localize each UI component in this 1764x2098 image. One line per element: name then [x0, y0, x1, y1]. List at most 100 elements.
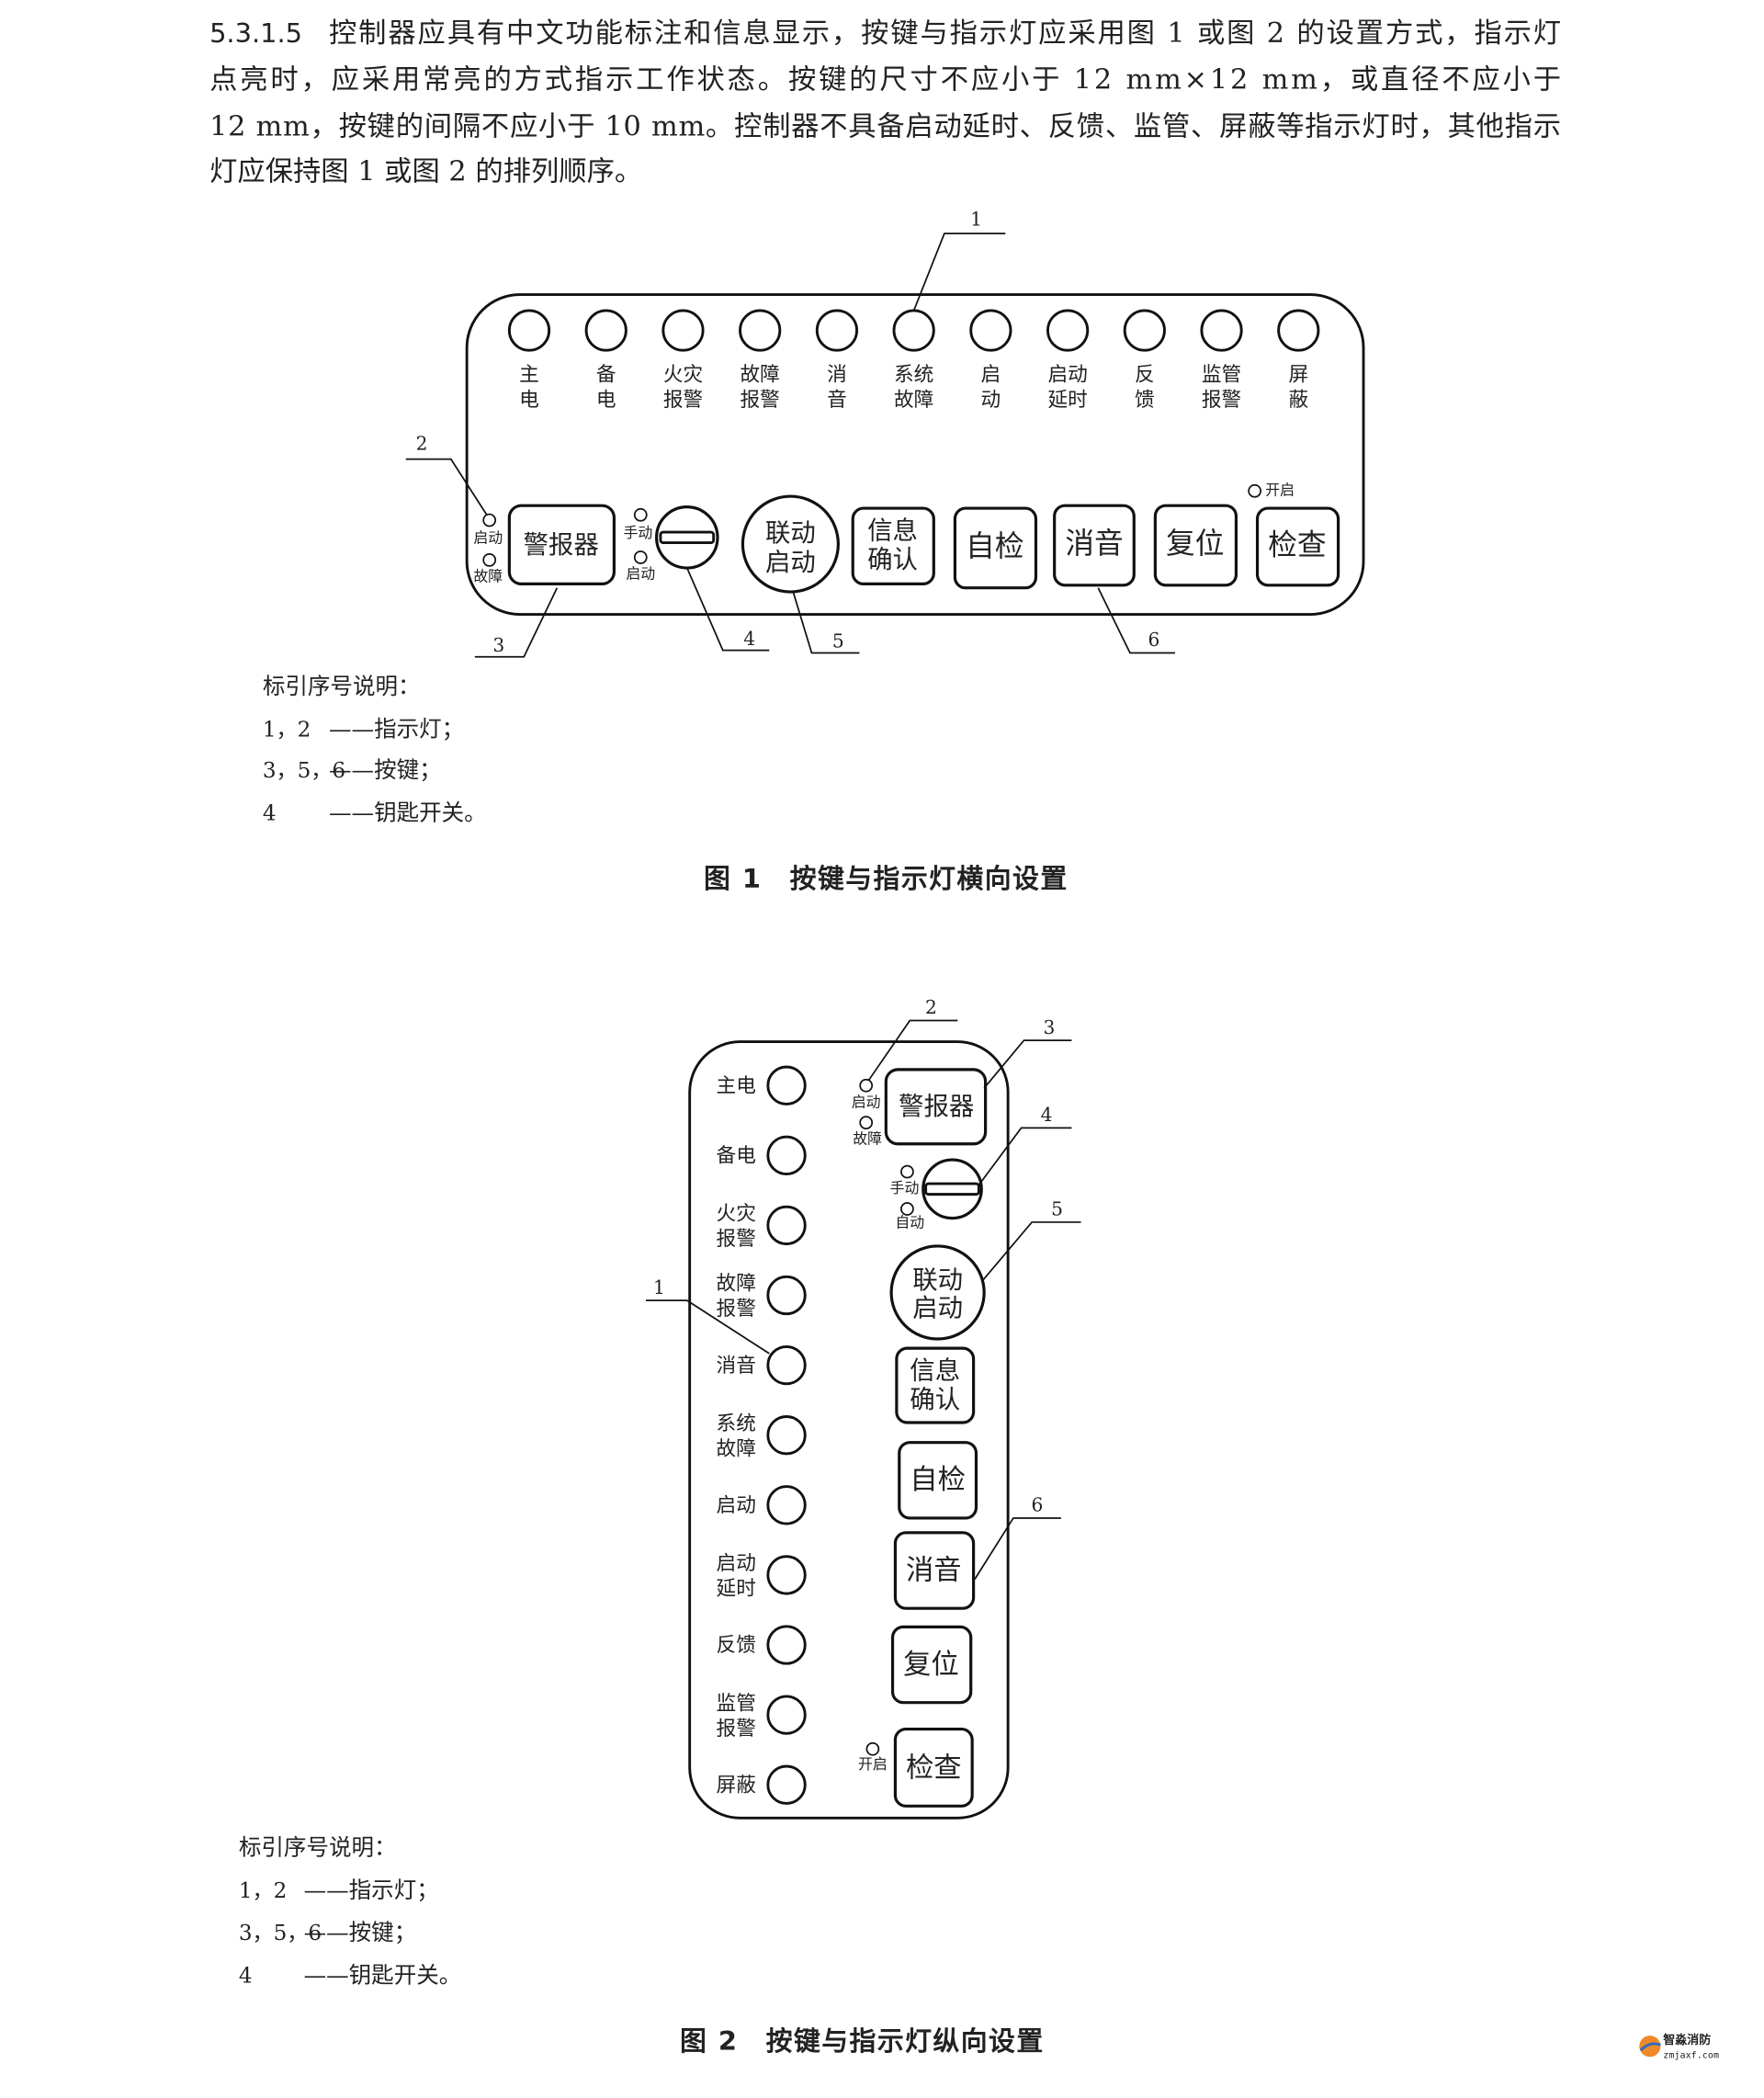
key-auto-lamp [633, 550, 648, 564]
indicator-lamp: 主电 [507, 309, 551, 412]
silence-button[interactable]: 消音 [893, 1531, 976, 1610]
legend-title: 标引序号说明： [239, 1834, 397, 1861]
reset-button[interactable]: 复位 [1153, 504, 1238, 587]
key-manual-lamp [900, 1164, 914, 1179]
lamp-circle [766, 1555, 807, 1595]
indicator-lamp: 屏蔽 [1277, 309, 1320, 412]
self-check-label: 自检 [910, 1464, 966, 1496]
check-open-lamp [1248, 483, 1262, 498]
check-button[interactable]: 检查 [893, 1727, 974, 1808]
alarm-start-lamp-label: 启动 [852, 1093, 881, 1110]
alarm-sounder-button[interactable]: 警报器 [507, 504, 616, 585]
lamp-circle [766, 1205, 807, 1246]
indicator-lamp: 屏蔽 [717, 1764, 807, 1805]
lamp-label: 启动 [717, 1552, 756, 1575]
lamp-circle [766, 1344, 807, 1386]
callout-5: 5 [1051, 1198, 1063, 1220]
lamp-label: 动 [981, 389, 1001, 412]
key-auto-label: 自动 [895, 1214, 924, 1231]
callout-4: 4 [743, 628, 755, 650]
check-label: 检查 [1268, 529, 1326, 562]
info-confirm-label: 确认 [867, 546, 918, 574]
lamp-label: 屏 [1288, 363, 1308, 386]
linkage-start-label: 启动 [765, 549, 816, 577]
alarm-sounder-button[interactable]: 警报器 [884, 1068, 988, 1146]
indicator-lamp: 启动延时 [1046, 309, 1090, 412]
lamp-circle [1200, 309, 1243, 352]
logo-icon [1639, 2036, 1661, 2058]
paragraph-line: 点亮时，应采用常亮的方式指示工作状态。按键的尺寸不应小于 12 mm×12 mm… [209, 64, 1561, 96]
key-auto-label: 启动 [626, 565, 655, 583]
self-check-button[interactable]: 自检 [898, 1441, 978, 1520]
silence-label: 消音 [1065, 527, 1123, 561]
legend-value: ——钥匙开关。 [304, 1961, 462, 1988]
lamp-label: 反 [1135, 363, 1155, 386]
info-confirm-label: 信息 [910, 1356, 960, 1385]
key-switch[interactable] [654, 505, 719, 570]
legend-key: 4 [239, 1964, 253, 1988]
lamp-circle [815, 309, 859, 352]
key-slot-icon [924, 1182, 980, 1196]
alarm-fault-lamp-label: 故障 [853, 1130, 882, 1148]
info-confirm-label: 确认 [910, 1386, 960, 1414]
lamp-label: 报警 [717, 1718, 756, 1741]
legend-value: ——指示灯； [304, 1877, 439, 1903]
alarm-start-lamp [482, 513, 497, 527]
lamp-label: 报警 [717, 1298, 756, 1321]
callout-6: 6 [1148, 629, 1160, 651]
check-button[interactable]: 检查 [1255, 506, 1340, 587]
legend-key: 1，2 [263, 718, 311, 742]
lamp-label: 馈 [1135, 389, 1155, 412]
lamp-label: 消音 [717, 1355, 756, 1378]
indicator-lamp: 消音 [815, 309, 859, 412]
lamp-label: 备电 [717, 1145, 756, 1168]
reset-button[interactable]: 复位 [890, 1625, 973, 1705]
indicator-lamp: 启动 [717, 1485, 807, 1525]
check-open-lamp [865, 1741, 880, 1756]
lamp-circle [507, 309, 551, 352]
lamp-label: 火灾 [717, 1203, 756, 1226]
lamp-label: 主 [519, 363, 539, 386]
lamp-label: 延时 [1047, 389, 1087, 412]
info-confirm-button[interactable]: 信息 确认 [895, 1346, 976, 1424]
silence-label: 消音 [906, 1554, 962, 1586]
key-auto-lamp [900, 1202, 914, 1216]
linkage-start-button[interactable]: 联动 启动 [741, 494, 840, 594]
lamp-label: 备 [596, 363, 616, 386]
lamp-label: 报警 [741, 389, 780, 412]
lamp-label: 报警 [1202, 389, 1241, 412]
legend-value: ——按键； [329, 756, 442, 783]
self-check-button[interactable]: 自检 [953, 506, 1038, 590]
lamp-label: 报警 [663, 389, 703, 412]
lamp-label: 反馈 [717, 1634, 756, 1657]
panel-outline [465, 293, 1365, 617]
key-switch[interactable] [922, 1158, 983, 1220]
reset-label: 复位 [903, 1649, 959, 1681]
info-confirm-button[interactable]: 信息 确认 [851, 506, 935, 585]
indicator-lamp: 启动延时 [717, 1552, 807, 1601]
lamp-circle [584, 309, 628, 352]
lamp-label: 延时 [717, 1578, 756, 1601]
figure-1-caption: 图 1 按键与指示灯横向设置 [704, 863, 1069, 894]
lamp-label: 电 [519, 389, 539, 412]
silence-button[interactable]: 消音 [1053, 504, 1136, 587]
lamp-circle [766, 1764, 807, 1805]
lamp-label: 消 [827, 363, 847, 386]
legend-key: 3，5，6 [239, 1922, 322, 1945]
watermark-logo: 智淼消防 zmjaxf.com [1639, 2033, 1719, 2061]
watermark-name: 智淼消防 [1663, 2033, 1711, 2047]
lamp-circle [969, 309, 1012, 352]
lamp-circle [766, 1275, 807, 1316]
linkage-start-button[interactable]: 联动 启动 [889, 1244, 986, 1341]
key-slot-icon [659, 530, 716, 545]
lamp-label: 启动 [1047, 363, 1087, 386]
